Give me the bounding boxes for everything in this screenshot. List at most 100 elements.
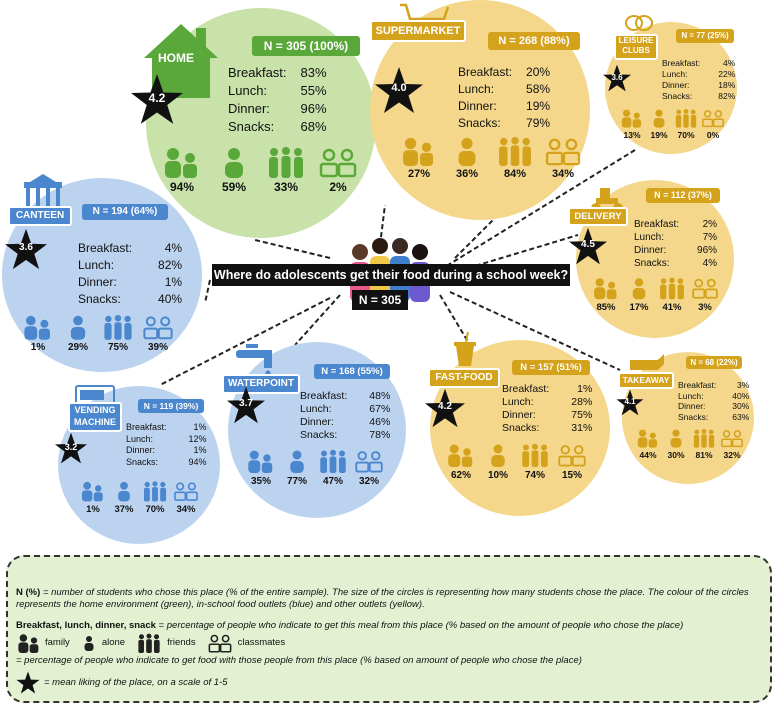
fastfood-n-badge: N = 157 (51%): [512, 360, 590, 375]
classmates-icon: [143, 316, 173, 340]
alone-icon: [491, 444, 505, 467]
home-n-badge: N = 305 (100%): [252, 36, 360, 56]
vending-company-icons: 1% 37% 70% 34%: [80, 480, 199, 515]
classmates-icon: [208, 634, 231, 653]
friends-icon: [320, 449, 346, 473]
canteen-meals: Breakfast:4% Lunch:82% Dinner:1% Snacks:…: [78, 241, 183, 306]
takeaway-label: TAKEAWAY: [618, 372, 674, 389]
total-n: N = 305: [352, 290, 408, 310]
friends-icon: [104, 315, 132, 340]
alone-icon: [653, 109, 665, 128]
family-icon: [81, 481, 103, 502]
alone-icon: [290, 450, 304, 473]
classmates-icon: [174, 482, 198, 501]
delivery-company-icons: 85% 17% 41% 3%: [592, 276, 719, 313]
family-icon: [594, 278, 617, 300]
waterpoint-label: WATERPOINT: [222, 374, 300, 394]
canteen-rating-star: 3.6: [4, 228, 48, 270]
alone-icon: [225, 148, 243, 178]
cart-icon: [398, 3, 450, 23]
delivery-meals: Breakfast:2% Lunch:7% Dinner:96% Snacks:…: [634, 219, 718, 269]
takeaway-company-icons: 44% 30% 81% 32%: [636, 428, 744, 460]
friends-icon: [660, 277, 684, 300]
friends-icon: [693, 429, 715, 448]
home-meals: Breakfast:83% Lunch:55% Dinner:96% Snack…: [228, 65, 327, 134]
legend-icons-row: family alone friends classmates: [16, 633, 285, 653]
legend-friends-label: friends: [167, 637, 196, 648]
alone-icon: [118, 481, 130, 502]
family-icon: [165, 148, 197, 178]
supermarket-company-icons: 27% 36% 84% 34%: [400, 136, 582, 180]
legend-star-row: = mean liking of the place, on a scale o…: [16, 671, 228, 694]
diagram-title: Where do adolescents get their food duri…: [212, 264, 570, 286]
family-icon: [448, 444, 473, 467]
family-icon: [24, 315, 50, 340]
legend-classmates-label: classmates: [237, 637, 286, 648]
legend-meal-text: = percentage of people who indicate to g…: [155, 620, 684, 631]
classmates-icon: [319, 148, 357, 178]
leisure-company-icons: 13% 19% 70% 0%: [620, 108, 725, 140]
drink-cup-icon: [450, 331, 480, 368]
leisure-rating-star: 3.6: [602, 64, 632, 92]
classmates-icon: [545, 138, 581, 166]
home-company-icons: 94% 59% 33% 2%: [162, 146, 358, 194]
classmates-icon: [558, 445, 586, 467]
legend-n-row: N (%) = number of students who chose thi…: [16, 587, 761, 611]
legend-star-text: = mean liking of the place, on a scale o…: [44, 676, 228, 688]
classmates-icon: [702, 110, 724, 128]
legend-meal-row: Breakfast, lunch, dinner, snack = percen…: [16, 620, 761, 632]
fastfood-label: FAST-FOOD: [428, 368, 500, 388]
supermarket-n-badge: N = 268 (88%): [488, 32, 580, 50]
takeaway-meals: Breakfast:3% Lunch:40% Dinner:30% Snacks…: [678, 380, 750, 422]
delivery-n-badge: N = 112 (37%): [646, 188, 720, 203]
legend-alone-label: alone: [101, 637, 126, 648]
takeaway-box-icon: [628, 350, 666, 372]
legend-n-text: = number of students who chose this plac…: [16, 587, 749, 610]
delivery-rating-star: 4.5: [568, 227, 608, 265]
family-icon: [621, 109, 641, 128]
family-icon: [403, 137, 434, 166]
waterpoint-rating-star: 3.7: [226, 386, 266, 424]
friends-icon: [138, 633, 160, 653]
delivery-bubble: [576, 180, 734, 338]
fastfood-company-icons: 62% 10% 74% 15%: [446, 442, 587, 481]
vending-rating-star: 3.2: [54, 432, 88, 464]
vending-meals: Breakfast:1% Lunch:12% Dinner:1% Snacks:…: [126, 422, 207, 467]
takeaway-n-badge: N = 68 (22%): [686, 356, 742, 369]
legend-n-term: N (%): [16, 587, 41, 598]
family-icon: [637, 429, 657, 448]
friends-icon: [675, 109, 697, 128]
alone-icon: [632, 278, 646, 300]
friends-icon: [499, 136, 531, 166]
vending-n-badge: N = 119 (39%): [138, 399, 204, 413]
racket-icon: [624, 14, 654, 36]
family-icon: [248, 450, 273, 473]
supermarket-rating-star: 4.0: [374, 66, 424, 114]
leisure-label: LEISURE CLUBS: [614, 34, 658, 60]
alone-icon: [670, 429, 682, 448]
leisure-meals: Breakfast:4% Lunch:22% Dinner:18% Snacks…: [662, 58, 736, 101]
legend-meal-term: Breakfast, lunch, dinner, snack: [16, 620, 156, 631]
takeaway-rating-star: 4.1: [616, 389, 644, 416]
family-icon: [18, 634, 39, 653]
friends-icon: [143, 481, 167, 502]
home-label: HOME: [158, 51, 194, 65]
alone-icon: [458, 137, 476, 166]
legend-company-text: = percentage of people who indicate to g…: [16, 655, 582, 666]
waterpoint-company-icons: 35% 77% 47% 32%: [246, 448, 384, 487]
alone-icon: [84, 636, 94, 651]
classmates-icon: [692, 278, 718, 299]
canteen-building-icon: [16, 172, 70, 206]
tap-icon: [234, 342, 284, 376]
classmates-icon: [721, 430, 743, 448]
vending-machine-icon: [74, 384, 116, 405]
canteen-company-icons: 1% 29% 75% 39%: [22, 314, 174, 353]
supermarket-meals: Breakfast:20% Lunch:58% Dinner:19% Snack…: [458, 65, 551, 130]
fastfood-meals: Breakfast:1% Lunch:28% Dinner:75% Snacks…: [502, 383, 593, 434]
fastfood-rating-star: 4.2: [424, 388, 466, 428]
classmates-icon: [355, 451, 383, 473]
leisure-n-badge: N = 77 (25%): [676, 29, 734, 43]
supermarket-label: SUPERMARKET: [370, 20, 466, 42]
legend-box: N (%) = number of students who chose thi…: [6, 555, 772, 703]
